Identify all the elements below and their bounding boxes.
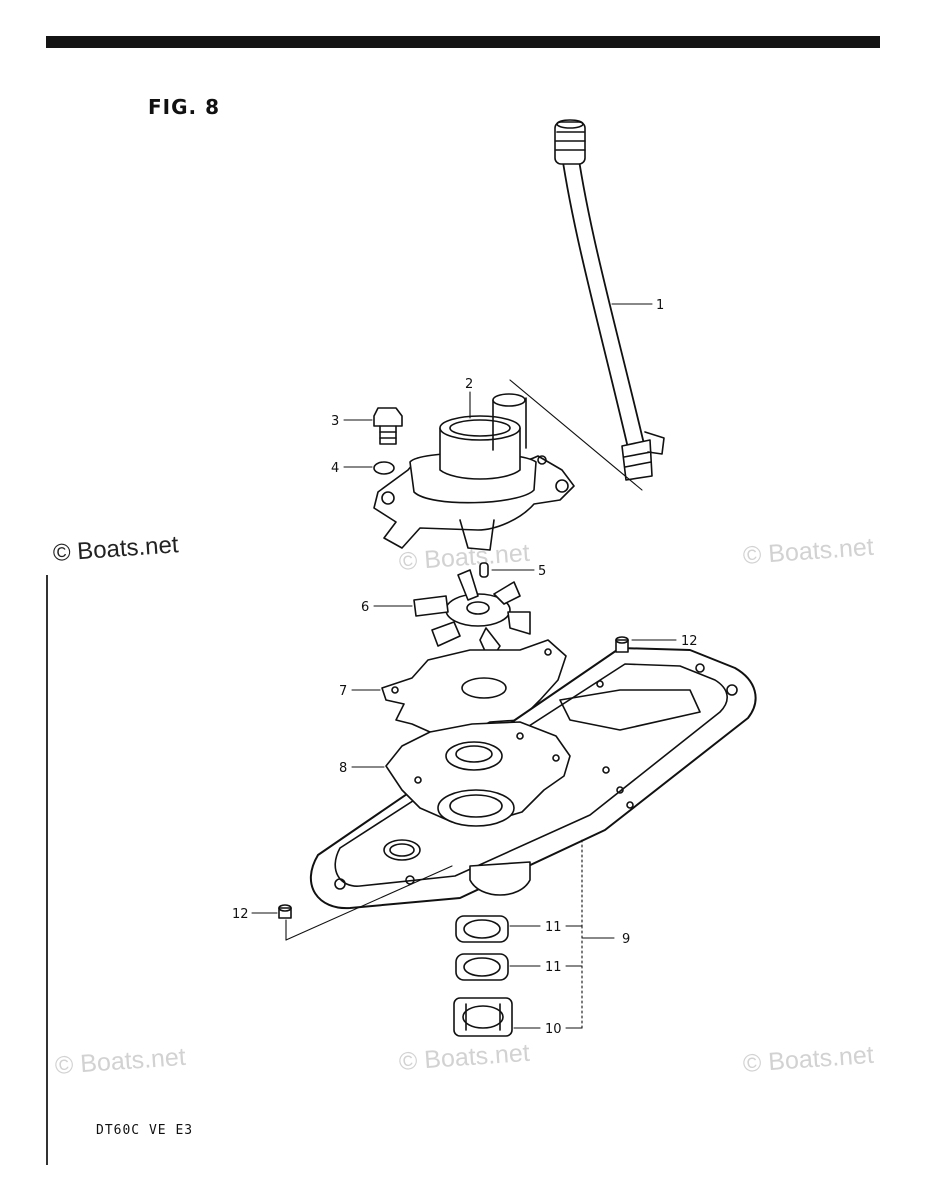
callout-1: 1 [656,298,664,313]
callout-11: 11 [545,920,562,935]
callout-11: 11 [545,960,562,975]
model-code-footer: DT60C VE E3 [96,1123,194,1138]
top-border-bar [46,36,880,48]
callout-5: 5 [538,564,546,579]
pump-case-part [373,393,575,551]
callout-7: 7 [339,684,347,699]
callout-6: 6 [361,600,369,615]
callout-8: 8 [339,761,347,776]
bolt-part [373,407,403,445]
washer-part [373,461,395,475]
left-margin-rule [46,575,48,1165]
oil-seal-part [455,953,509,981]
liner-part [385,721,571,827]
callout-10: 10 [545,1022,562,1037]
callout-3: 3 [331,414,339,429]
figure-label: FIG. 8 [148,95,220,119]
callout-12: 12 [232,907,249,922]
callout-2: 2 [465,377,473,392]
callout-4: 4 [331,461,339,476]
key-part [479,562,489,578]
oil-seal-part [455,915,509,943]
dowel-pin-part [615,636,629,653]
callout-12: 12 [681,634,698,649]
impeller-part [413,569,531,663]
dowel-pin-part [278,904,292,919]
water-tube-part [554,119,665,481]
leader-lines [251,303,677,1031]
needle-bearing-part [453,997,513,1037]
callout-9: 9 [622,932,630,947]
